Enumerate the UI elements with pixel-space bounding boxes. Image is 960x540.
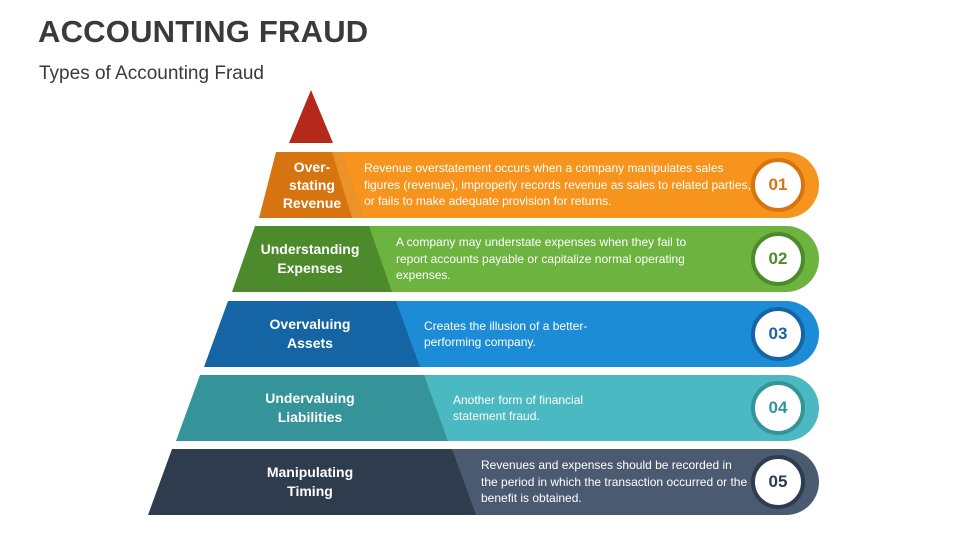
tier-number-badge: 01: [751, 158, 805, 212]
tier-description: Creates the illusion of a better-perform…: [424, 318, 588, 350]
tier-description: Revenue overstatement occurs when a comp…: [364, 161, 751, 209]
tier-number-badge: 05: [751, 455, 805, 509]
tier-description: Revenues and expenses should be recorded…: [481, 458, 748, 506]
tier-understanding-expenses: Understanding Expenses A company may und…: [0, 226, 960, 292]
tier-overvaluing-assets: Overvaluing Assets Creates the illusion …: [0, 301, 960, 367]
tier-overstating-revenue: Over- stating Revenue Revenue overstatem…: [0, 152, 960, 218]
page-subtitle: Types of Accounting Fraud: [39, 63, 264, 84]
tier-manipulating-timing: Manipulating Timing Revenues and expense…: [0, 449, 960, 515]
tier-number-badge: 02: [751, 232, 805, 286]
tier-label: Overvaluing Assets: [269, 316, 351, 351]
tier-number-badge: 04: [751, 381, 805, 435]
tier-label: Manipulating Timing: [266, 464, 354, 499]
page-title: ACCOUNTING FRAUD: [38, 14, 369, 49]
tier-description: A company may understate expenses when t…: [396, 235, 687, 283]
tier-number-badge: 03: [751, 307, 805, 361]
tier-label: Over- stating Revenue: [282, 159, 342, 211]
tier-undervaluing-liabilities: Undervaluing Liabilities Another form of…: [0, 375, 960, 441]
tier-label: Undervaluing Liabilities: [265, 390, 355, 425]
tier-description: Another form of financial statement frau…: [453, 392, 584, 424]
tier-label: Understanding Expenses: [260, 241, 360, 276]
